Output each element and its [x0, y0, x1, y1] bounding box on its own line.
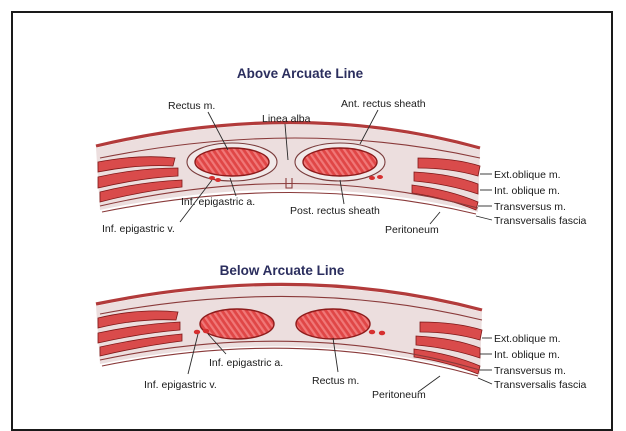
above-label-transversalis: Transversalis fascia [494, 215, 587, 227]
below-right-rectus-muscle [296, 309, 370, 339]
below-right-vessel-v [379, 331, 385, 336]
above-left-vessel-v [215, 178, 221, 182]
above-right-rectus-muscle [303, 148, 377, 176]
below-label-inf-epigastric-v: Inf. epigastric v. [144, 379, 217, 391]
above-leader-transversalis [476, 216, 492, 220]
below-title: Below Arcuate Line [220, 263, 345, 278]
above-label-inf-epigastric-a: Inf. epigastric a. [181, 196, 255, 208]
below-left-vessel-v [203, 329, 209, 334]
above-arcuate-panel: Above Arcuate Line [96, 66, 587, 236]
above-label-post-sheath: Post. rectus sheath [290, 205, 380, 217]
below-label-ext-oblique: Ext.oblique m. [494, 333, 561, 345]
above-label-rectus: Rectus m. [168, 100, 215, 112]
below-label-inf-epigastric-a: Inf. epigastric a. [209, 357, 283, 369]
above-leader-peritoneum [430, 212, 440, 224]
above-label-peritoneum: Peritoneum [385, 224, 439, 236]
below-leader-transversalis [478, 378, 492, 384]
above-right-vessel-v [377, 175, 383, 179]
above-label-transversus: Transversus m. [494, 201, 566, 213]
below-right-vessel-a [369, 330, 375, 335]
above-label-inf-epigastric-v: Inf. epigastric v. [102, 223, 175, 235]
below-label-rectus: Rectus m. [312, 375, 359, 387]
above-label-ant-sheath: Ant. rectus sheath [341, 98, 426, 110]
below-label-peritoneum: Peritoneum [372, 389, 426, 401]
above-label-int-oblique: Int. oblique m. [494, 185, 560, 197]
abdominal-wall-diagram: Above Arcuate Line [0, 0, 626, 412]
below-left-rectus-muscle [200, 309, 274, 339]
above-title: Above Arcuate Line [237, 66, 364, 81]
below-label-int-oblique: Int. oblique m. [494, 349, 560, 361]
above-label-linea-alba: Linea alba [262, 113, 311, 125]
below-arcuate-panel: Below Arcuate Line [96, 263, 587, 401]
figure: Above Arcuate Line [0, 0, 626, 412]
below-left-vessel-a [194, 330, 200, 335]
above-label-ext-oblique: Ext.oblique m. [494, 169, 561, 181]
below-label-transversus: Transversus m. [494, 365, 566, 377]
below-label-transversalis: Transversalis fascia [494, 379, 587, 391]
above-right-vessel-a [369, 176, 375, 180]
above-left-vessel-a [209, 176, 215, 180]
above-left-rectus-muscle [195, 148, 269, 176]
